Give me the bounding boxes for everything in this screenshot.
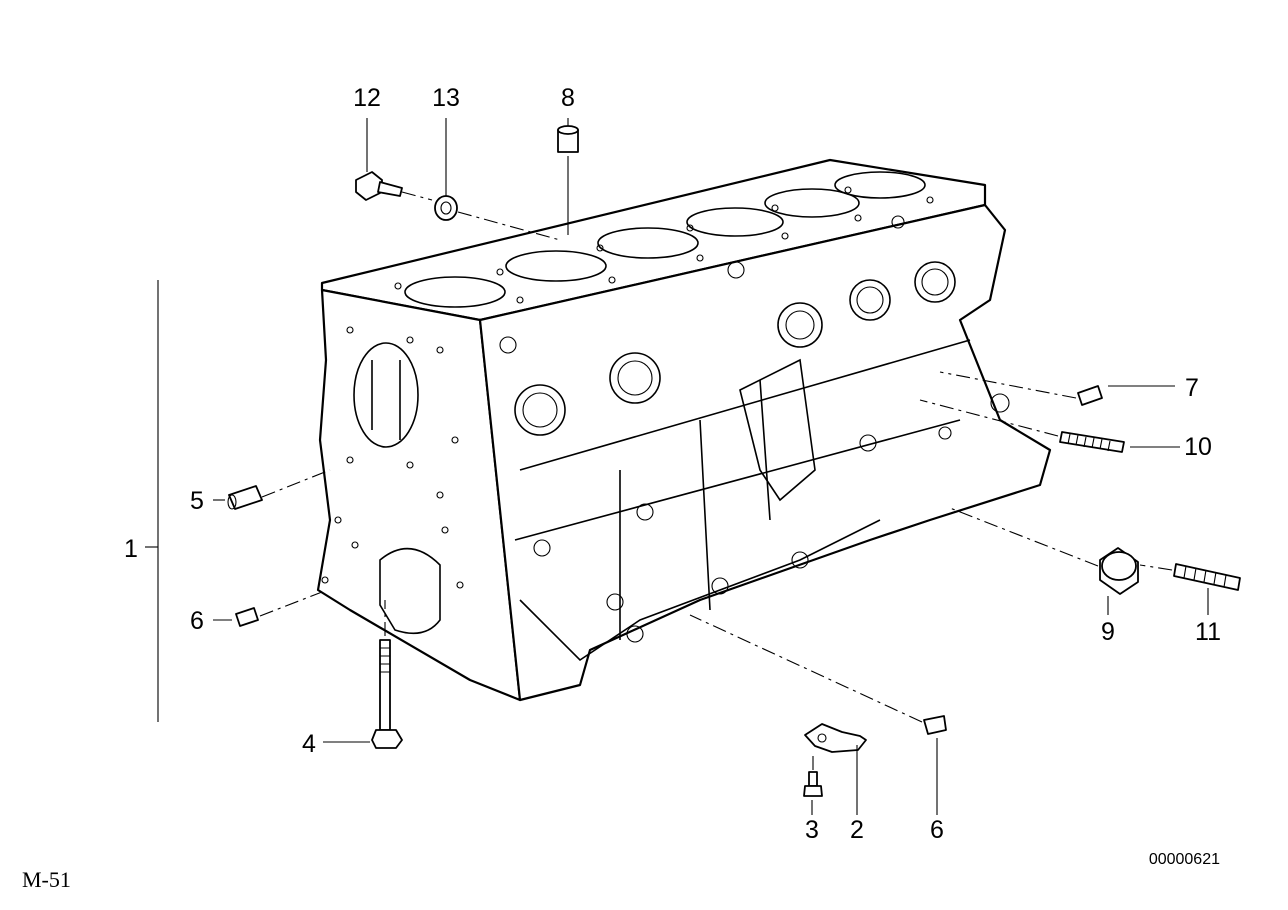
callout-9: 9 [1101, 618, 1115, 646]
stud-part-10 [1059, 431, 1125, 453]
callout-3: 3 [805, 816, 819, 844]
seal-ring-part-9 [1099, 547, 1139, 595]
callout-11: 11 [1195, 618, 1221, 646]
callout-8: 8 [561, 84, 575, 112]
dowel-part-7 [1077, 385, 1103, 406]
sealing-ring-part-13 [434, 195, 458, 221]
screw-part-3 [803, 771, 823, 797]
engine-block [316, 158, 1052, 702]
callout-1: 1 [124, 535, 138, 563]
leader-lines [145, 118, 1209, 815]
callout-4: 4 [302, 730, 316, 758]
callout-10: 10 [1184, 433, 1212, 461]
callout-5: 5 [190, 487, 204, 515]
stud-part-11 [1173, 563, 1241, 591]
callout-2: 2 [850, 816, 864, 844]
bolt-part-12 [355, 171, 403, 201]
callout-12: 12 [353, 84, 381, 112]
diagram-section-code: M-51 [22, 867, 71, 892]
dowel-part-6-left [235, 607, 259, 627]
bracket-part-2 [804, 723, 867, 753]
diagram-reference-number: 00000621 [1149, 851, 1220, 868]
dowel-part-6-right [923, 715, 947, 735]
callout-7: 7 [1185, 374, 1199, 402]
callout-labels: 12 13 8 7 10 9 11 5 6 1 4 3 2 6 [124, 84, 1221, 844]
dowel-sleeve-part-8 [557, 125, 579, 153]
dowel-part-5 [227, 485, 263, 510]
callout-13: 13 [432, 84, 460, 112]
callout-6-right: 6 [930, 816, 944, 844]
long-bolt-part-4 [371, 639, 403, 749]
callout-6-left: 6 [190, 607, 204, 635]
